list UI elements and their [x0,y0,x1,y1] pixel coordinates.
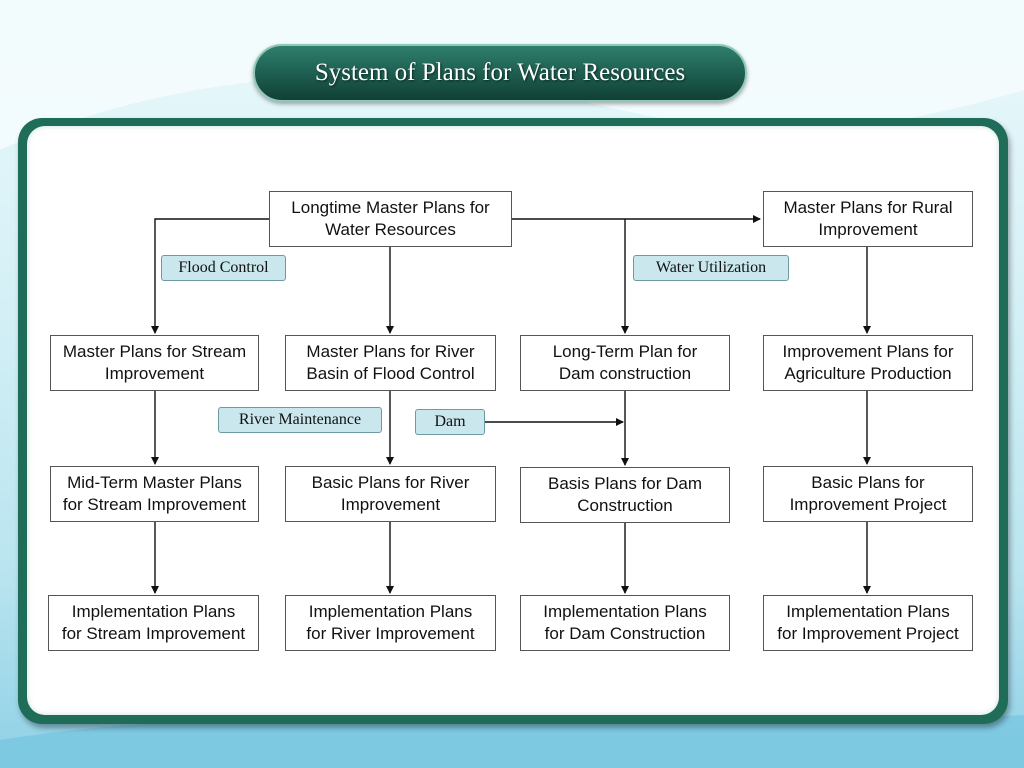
node-agri-improvement-plans: Improvement Plans for Agriculture Produc… [763,335,973,391]
node-rural-master-plans: Master Plans for Rural Improvement [763,191,973,247]
edge-longtime-to-stream [151,218,270,334]
node-dam-longterm-plan: Long-Term Plan for Dam construction [520,335,730,391]
node-longtime-master-plans: Longtime Master Plans for Water Resource… [269,191,512,247]
tag-flood-control: Flood Control [161,255,286,281]
node-dam-implementation: Implementation Plans for Dam Constructio… [520,595,730,651]
node-river-master-plans: Master Plans for River Basin of Flood Co… [285,335,496,391]
node-stream-implementation: Implementation Plans for Stream Improvem… [48,595,259,651]
node-river-implementation: Implementation Plans for River Improveme… [285,595,496,651]
tag-river-maintenance: River Maintenance [218,407,382,433]
title-banner: System of Plans for Water Resources [253,44,747,102]
page-title: System of Plans for Water Resources [314,59,686,86]
node-dam-basis-plans: Basis Plans for Dam Construction [520,467,730,523]
node-stream-master-plans: Master Plans for Stream Improvement [50,335,259,391]
tag-dam: Dam [415,409,485,435]
node-stream-midterm-plans: Mid-Term Master Plans for Stream Improve… [50,466,259,522]
node-river-basic-plans: Basic Plans for River Improvement [285,466,496,522]
node-project-basic-plans: Basic Plans for Improvement Project [763,466,973,522]
tag-water-utilization: Water Utilization [633,255,789,281]
node-project-implementation: Implementation Plans for Improvement Pro… [763,595,973,651]
